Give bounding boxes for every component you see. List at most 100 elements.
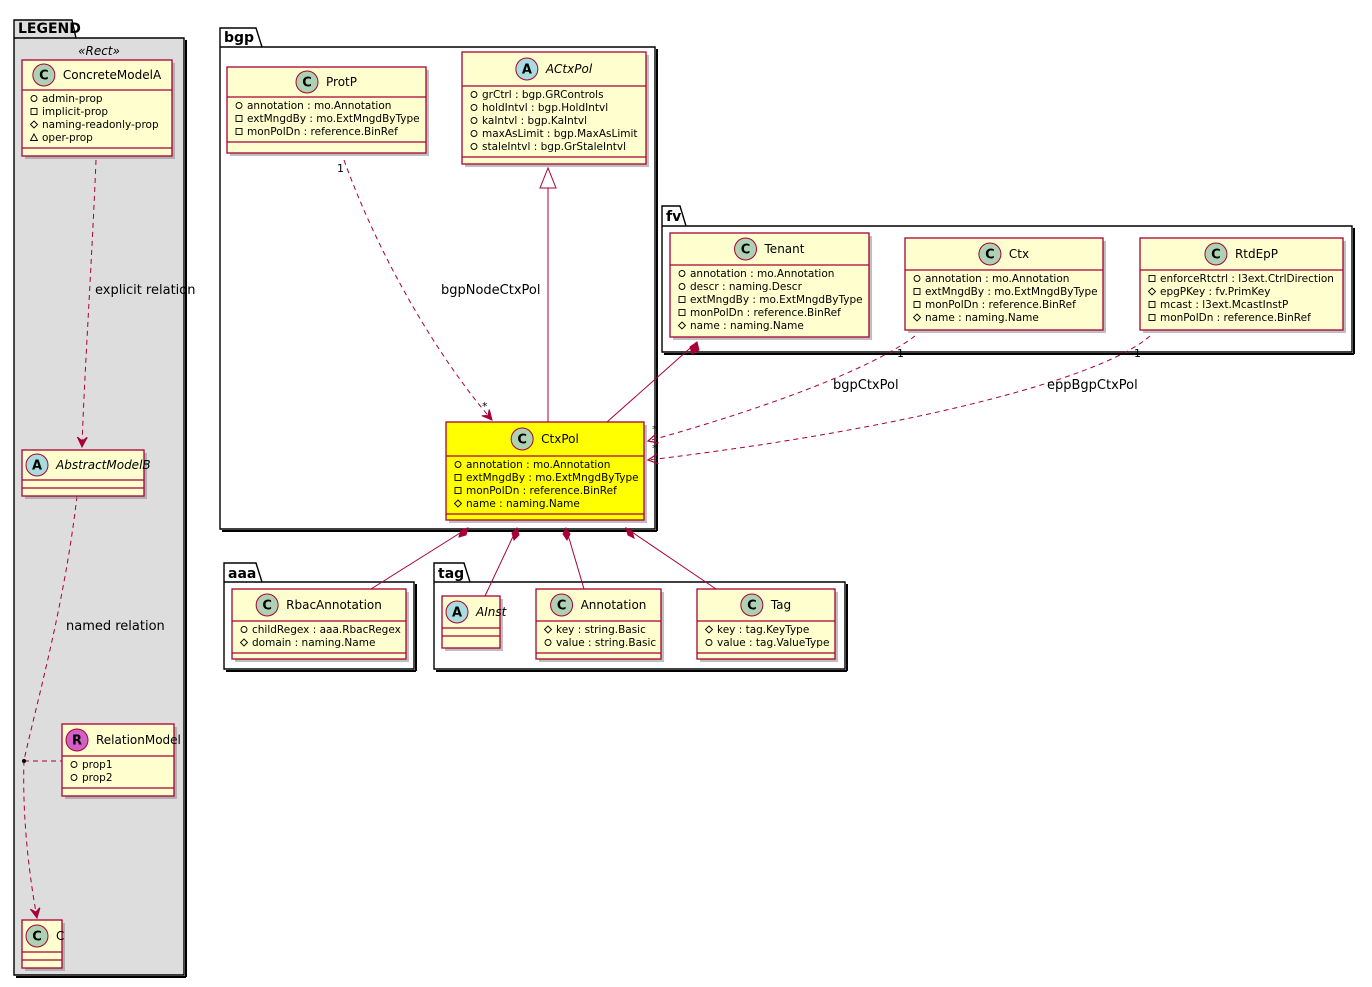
class-kind-letter: C <box>39 69 49 84</box>
class-attribute: grCtrl : bgp.GRControls <box>482 89 604 101</box>
mult-ctxpol-many: * <box>482 400 488 413</box>
visibility-protected-icon <box>1147 287 1157 296</box>
visibility-public-icon <box>30 95 38 102</box>
relations <box>22 159 1151 918</box>
class-attribute: admin-prop <box>42 93 103 105</box>
label-explicit-relation: explicit relation <box>95 283 195 298</box>
visibility-public-icon <box>240 626 248 633</box>
package-fv-label: fv <box>666 209 681 225</box>
classes: ConcreteModelACadmin-propimplicit-propna… <box>21 51 1346 971</box>
package-tag-label: tag <box>438 566 464 582</box>
visibility-private-icon <box>454 474 462 481</box>
tenant-diamond <box>689 341 700 355</box>
edge-named-relation <box>23 495 78 918</box>
class-kind-letter: C <box>302 76 312 91</box>
class-kind-icon <box>255 593 279 617</box>
edge-ctxpol-rbac <box>370 527 469 590</box>
class-name: AbstractModelB <box>55 458 151 472</box>
edge-bgp-ctx-pol <box>648 335 916 441</box>
class-kind-icon <box>515 57 539 81</box>
label-bgp-node-ctx-pol: bgpNodeCtxPol <box>441 283 541 298</box>
class-kind-icon <box>295 70 319 94</box>
visibility-private-icon <box>30 108 38 115</box>
visibility-public-icon <box>235 102 243 109</box>
visibility-private-icon <box>235 128 243 135</box>
class-box <box>696 588 836 660</box>
class-kind-letter: C <box>557 599 567 614</box>
class-attribute: mcast : l3ext.McastInstP <box>1160 299 1288 311</box>
diamond-tag <box>625 527 635 539</box>
visibility-private-icon <box>913 301 921 308</box>
mult-ctxpol-many-2: * <box>652 423 658 436</box>
class-attribute: oper-prop <box>42 132 93 144</box>
class-attribute: annotation : mo.Annotation <box>247 100 391 112</box>
edge-explicit-relation <box>82 159 97 447</box>
visibility-public-icon <box>678 270 686 277</box>
class-attribute: value : tag.ValueType <box>717 637 829 649</box>
class-kind-icon <box>740 593 764 617</box>
class-kind-letter: C <box>985 248 995 263</box>
visibility-private-icon <box>678 309 686 316</box>
class-kind-icon <box>65 728 89 752</box>
class-name: Annotation <box>581 598 647 612</box>
class-kind-letter: C <box>517 433 527 448</box>
class-attribute: monPolDn : reference.BinRef <box>1160 312 1311 324</box>
mult-protp-one: 1 <box>337 162 344 175</box>
class-attribute: value : string.Basic <box>556 637 656 649</box>
edge-tenant-composition <box>606 341 698 423</box>
class-attribute: monPolDn : reference.BinRef <box>925 299 1076 311</box>
class-attribute: annotation : mo.Annotation <box>690 268 834 280</box>
class-name: ConcreteModelA <box>63 68 162 82</box>
class-attribute: monPolDn : reference.BinRef <box>466 485 617 497</box>
class-attribute: extMngdBy : mo.ExtMngdByType <box>247 113 420 125</box>
edge-ctxpol-tag <box>625 527 717 590</box>
class-attribute: descr : naming.Descr <box>690 281 803 293</box>
class-kind-letter: C <box>32 930 42 945</box>
mult-rtdepp-one: 1 <box>1134 347 1141 360</box>
class-kind-letter: A <box>32 459 42 474</box>
class-concreteModelA[interactable]: ConcreteModelACadmin-propimplicit-propna… <box>21 59 175 159</box>
class-attribute: monPolDn : reference.BinRef <box>690 307 841 319</box>
visibility-protected-icon <box>239 638 249 647</box>
class-attribute: naming-readonly-prop <box>42 119 159 131</box>
class-attribute: kaIntvl : bgp.KaIntvl <box>482 115 587 127</box>
class-attribute: annotation : mo.Annotation <box>466 459 610 471</box>
generalization-triangle <box>539 166 557 189</box>
relation-labels: explicit relation named relation bgpNode… <box>66 162 1141 634</box>
diamond-annotation <box>562 527 571 541</box>
class-kind-letter: A <box>522 63 532 78</box>
class-attribute: annotation : mo.Annotation <box>925 273 1069 285</box>
visibility-private-icon <box>1148 314 1156 321</box>
class-c[interactable]: CC <box>21 919 65 971</box>
mult-ctx-one: 1 <box>897 347 904 360</box>
edge-ctxpol-annotation <box>565 527 585 590</box>
label-bgp-ctx-pol: bgpCtxPol <box>833 378 899 393</box>
class-box <box>904 237 1104 331</box>
class-attribute: key : string.Basic <box>556 624 646 636</box>
class-box <box>445 421 645 521</box>
package-bgp-label: bgp <box>224 30 254 46</box>
class-attribute: staleIntvl : bgp.GrStaleIntvl <box>482 141 626 153</box>
class-kind-letter: C <box>1211 248 1221 263</box>
visibility-private-icon <box>235 115 243 122</box>
visibility-public-icon <box>454 461 462 468</box>
class-attribute: name : naming.Name <box>690 320 804 332</box>
class-abstractModelB[interactable]: AbstractModelB A <box>21 449 151 499</box>
visibility-public-icon <box>470 104 478 111</box>
class-kind-icon <box>550 593 574 617</box>
class-box <box>669 232 870 338</box>
visibility-private-icon <box>678 296 686 303</box>
class-attribute: name : naming.Name <box>466 498 580 510</box>
